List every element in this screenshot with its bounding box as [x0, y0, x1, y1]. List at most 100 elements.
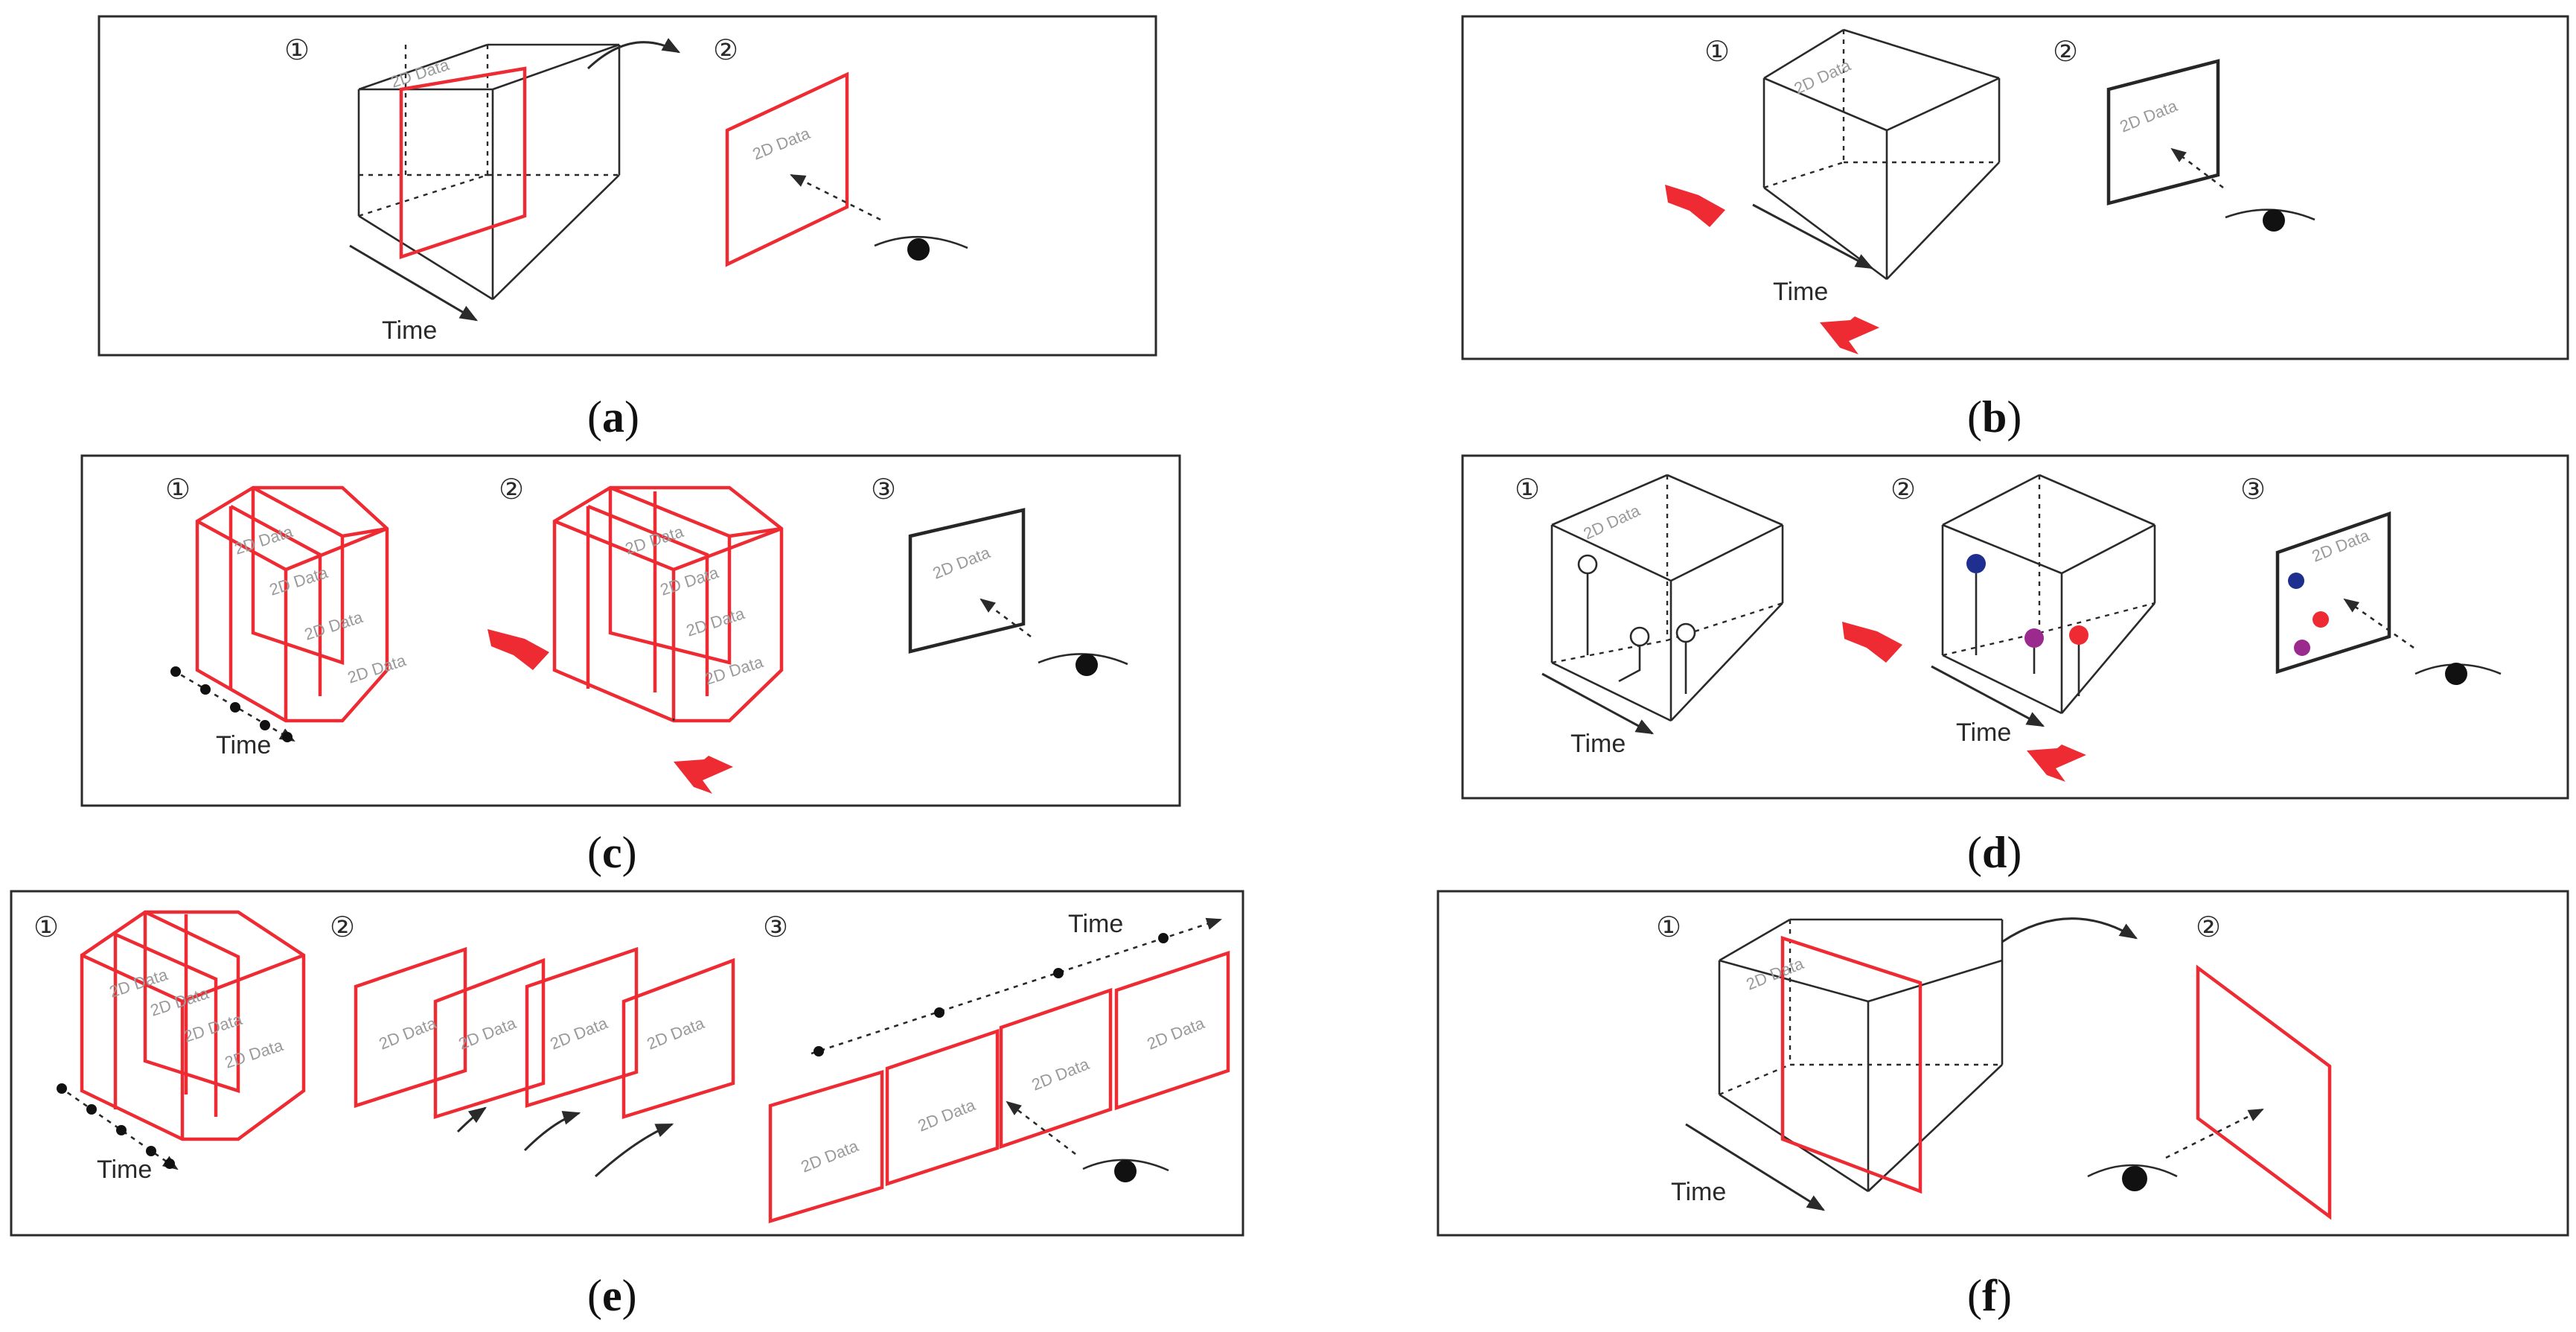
panel-c-step-2: ②	[499, 473, 524, 506]
panel-b-red-arrow-bottom	[1820, 316, 1879, 354]
panel-a-cube: 2D Data	[357, 43, 621, 301]
panel-d-cube-1: 2D Data	[1550, 474, 1784, 722]
panel-c-time-label: Time	[216, 731, 271, 759]
panel-a-step-2: ②	[713, 34, 738, 66]
eye-icon	[874, 235, 968, 261]
panel-f-time-label: Time	[1671, 1178, 1726, 1206]
panel-a-time-arrow	[349, 244, 479, 322]
panel-d-step-2: ②	[1891, 473, 1916, 506]
panel-d-1-data-label: 2D Data	[1581, 500, 1643, 543]
panel-d-1-time-label: Time	[1570, 730, 1626, 758]
panel-e-1-label-d: 2D Data	[223, 1036, 286, 1072]
panel-e-curve-arrow-3	[594, 1123, 674, 1178]
panel-c-2-label-c: 2D Data	[684, 604, 747, 640]
panel-e-3-label-a: 2D Data	[799, 1136, 862, 1176]
eye-icon	[2087, 1164, 2178, 1191]
panel-f-step-1: ①	[1656, 911, 1681, 943]
panel-e: ① ② ③ 2D Data 2D Data 2D Data 2D Data Ti…	[10, 890, 1244, 1237]
panel-e-result-frames: 2D Data 2D Data 2D Data 2D Data	[768, 950, 1230, 1224]
panel-d-cube-2	[1941, 474, 2156, 715]
panel-c: ① ② ③ 2D Data 2D Data 2D Data 2D Data Ti…	[80, 454, 1181, 807]
panel-f-view-arrow	[2165, 1108, 2264, 1159]
panel-a-view-arrow	[790, 173, 881, 221]
panel-e-step-1: ①	[33, 911, 59, 943]
eye-icon	[1082, 1159, 1169, 1182]
panel-d-3-point-purple	[2294, 640, 2310, 656]
panel-c-frame	[80, 454, 1181, 807]
panel-f-step-2: ②	[2196, 911, 2221, 943]
panel-b-time-label: Time	[1773, 278, 1828, 306]
panel-d-2-point-red	[2069, 625, 2088, 645]
panel-d-3-point-red	[2313, 611, 2329, 628]
panel-e-2-label-a: 2D Data	[377, 1013, 440, 1054]
panel-a-red-slice	[399, 66, 527, 260]
panel-e-step-3: ③	[763, 911, 788, 943]
panel-d-2-point-blue	[1966, 554, 1986, 573]
panel-e-1-label-c: 2D Data	[182, 1010, 245, 1046]
panel-b-data-label: 2D Data	[1792, 55, 1854, 98]
caption-f: (f)	[1967, 1271, 2012, 1320]
panel-d-red-arrow-left	[1842, 622, 1902, 663]
panel-b-frame	[1461, 15, 2569, 360]
panel-b-red-arrow-left	[1665, 185, 1725, 227]
panel-f-red-slice	[1780, 935, 1923, 1194]
panel-c-view-arrow	[979, 598, 1032, 638]
panel-f: ① ② 2D Data Time	[1436, 890, 2569, 1237]
panel-a: ① ② 2D Data Time 2D Data	[98, 15, 1157, 357]
panel-c-step-3: ③	[871, 473, 896, 506]
panel-d-view-arrow	[2343, 598, 2414, 649]
caption-b: (b)	[1967, 392, 2022, 442]
panel-f-frame	[1436, 890, 2569, 1237]
panel-e-time-axis	[57, 1083, 179, 1170]
caption-e: (e)	[587, 1271, 637, 1320]
panel-f-time-arrow	[1685, 1123, 1826, 1211]
panel-b-cube: 2D Data	[1762, 28, 2001, 281]
panel-c-1-label-c: 2D Data	[302, 608, 365, 644]
eye-icon	[2414, 663, 2502, 685]
panel-e-3-label-d: 2D Data	[1145, 1013, 1208, 1054]
panel-e-timeline	[811, 917, 1222, 1057]
panel-b-result-label: 2D Data	[2118, 96, 2181, 136]
panel-d-red-arrow-bottom	[2027, 745, 2086, 782]
panel-f-data-label: 2D Data	[1744, 954, 1807, 994]
panel-d-frame	[1461, 454, 2569, 800]
panel-e-step-2: ②	[330, 911, 355, 943]
panel-e-view-arrow	[1006, 1100, 1076, 1156]
panel-e-curve-arrow-2	[523, 1111, 581, 1152]
panel-a-transfer-arrow	[587, 38, 681, 70]
panel-d-1-time-arrow	[1541, 672, 1655, 735]
panel-a-step-1: ①	[284, 34, 310, 66]
panel-b-view-arrow	[2170, 147, 2224, 189]
panel-f-transfer-arrow	[2001, 917, 2138, 943]
panel-c-red-arrow-bottom	[674, 756, 733, 794]
caption-d: (d)	[1967, 828, 2022, 877]
panel-e-3-label-c: 2D Data	[1029, 1054, 1093, 1094]
eye-icon	[1038, 653, 1128, 676]
panel-a-time-label: Time	[382, 316, 437, 345]
panel-a-result-label: 2D Data	[750, 124, 814, 164]
panel-e-3-label-b: 2D Data	[915, 1095, 979, 1135]
panel-e-sliced-frames: 2D Data 2D Data 2D Data 2D Data	[354, 946, 735, 1120]
panel-d: ① ② ③ 2D Data Time Time	[1461, 454, 2569, 800]
panel-c-result-frame	[908, 508, 1026, 654]
panel-d-3-point-blue	[2288, 573, 2304, 589]
panel-b-step-1: ①	[1704, 35, 1730, 68]
panel-c-time-axis	[170, 666, 295, 742]
panel-f-result-frame	[2196, 964, 2332, 1220]
eye-icon	[2225, 208, 2315, 232]
panel-f-cube: 2D Data	[1718, 918, 2004, 1194]
panel-a-result-frame	[725, 71, 849, 267]
panel-d-step-1: ①	[1515, 473, 1540, 506]
panel-d-step-3: ③	[2240, 473, 2266, 506]
panel-e-frame	[10, 890, 1244, 1237]
panel-a-frame	[98, 15, 1157, 357]
panel-e-time-label: Time	[97, 1156, 152, 1184]
panel-d-1-empty-markers	[1577, 554, 1696, 694]
panel-d-result-frame	[2275, 511, 2391, 675]
panel-b-time-arrow	[1752, 203, 1874, 270]
panel-c-1-label-a: 2D Data	[232, 522, 295, 558]
panel-e-2-label-c: 2D Data	[548, 1013, 611, 1054]
panel-d-2-time-label: Time	[1956, 718, 2011, 747]
panel-c-result-label: 2D Data	[930, 543, 994, 583]
